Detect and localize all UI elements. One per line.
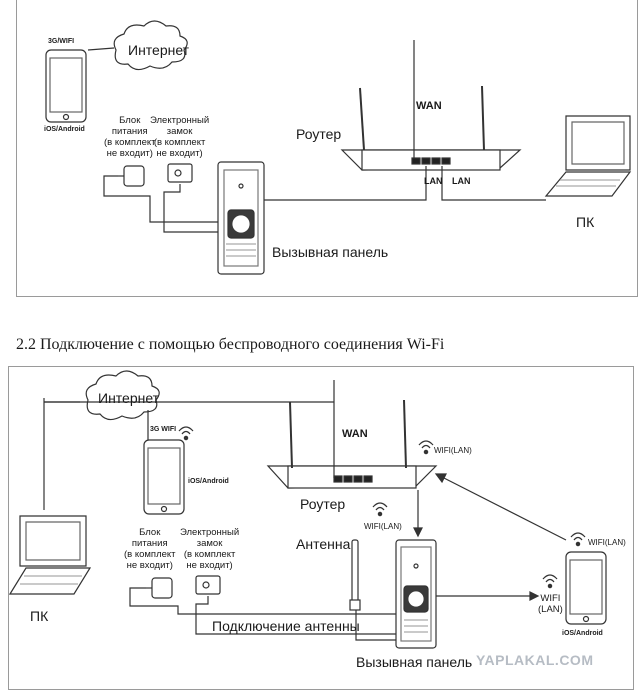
phone-os-label-top: iOS/Android	[44, 126, 85, 133]
internet-label-top: Интернет	[128, 42, 190, 58]
call-panel-bottom	[395, 539, 437, 649]
pc-label-top: ПК	[576, 214, 595, 230]
power-supply-top	[118, 165, 145, 187]
antenna-connection-label: Подключение антенны	[212, 618, 360, 634]
router-label-bottom: Роутер	[300, 496, 346, 512]
electronic-lock-top	[167, 163, 193, 183]
lan-label-2-top: LAN	[452, 176, 471, 186]
smartphone-bottom	[143, 439, 185, 515]
lan-label-1-top: LAN	[424, 176, 443, 186]
wifi-lan-router-label: WIFI(LAN)	[434, 446, 472, 455]
wifi-lan-panel-label: WIFI(LAN)	[364, 522, 402, 531]
electronic-lock-bottom	[195, 575, 221, 595]
phone-network-label-bottom: 3G WIFI	[150, 426, 177, 433]
wan-label-top: WAN	[416, 100, 442, 112]
wifi-icon-panel	[372, 502, 388, 517]
wifi-icon-phone	[178, 426, 194, 441]
wan-label-bottom: WAN	[342, 428, 368, 440]
right-phone-os-label: iOS/Android	[562, 630, 603, 637]
call-panel-label-top: Вызывная панель	[272, 244, 389, 260]
call-panel-label-bottom: Вызывная панель	[356, 654, 473, 670]
internet-cloud	[113, 20, 188, 71]
internet-cloud-bottom	[85, 370, 160, 421]
antenna-label: Антенна	[296, 536, 351, 552]
router-top	[340, 85, 522, 171]
section-heading: 2.2 Подключение с помощью беспроводного …	[16, 336, 445, 353]
smartphone-top	[45, 49, 87, 123]
power-supply-bottom	[146, 577, 173, 599]
internet-label-bottom: Интернет	[98, 390, 160, 406]
phone-network-label-top: 3G/WIFI	[48, 38, 75, 45]
antenna	[349, 539, 361, 611]
router-label-top: Роутер	[296, 126, 342, 142]
wifi-lan-arrow-label: WIFI (LAN)	[538, 593, 563, 615]
watermark: YAPLAKAL.COM	[476, 652, 594, 668]
wifi-icon-right-phone	[570, 532, 586, 547]
wifi-icon-arrow	[542, 574, 558, 589]
pc-label-bottom: ПК	[30, 608, 49, 624]
router-bottom	[266, 399, 438, 489]
wifi-icon-router	[418, 440, 434, 455]
laptop-bottom	[8, 515, 92, 595]
wifi-lan-right-phone-label: WIFI(LAN)	[588, 538, 626, 547]
power-supply-label-bottom: Блок питания (в комплект не входит)	[124, 527, 176, 571]
phone-os-label-bottom: iOS/Android	[188, 478, 229, 485]
electronic-lock-label-bottom: Электронный замок (в комплект не входит)	[180, 527, 240, 571]
smartphone-right	[565, 551, 607, 625]
call-panel-top	[217, 161, 265, 275]
laptop-top	[544, 115, 632, 197]
electronic-lock-label-top: Электронный замок (в комплект не входит)	[150, 115, 210, 159]
power-supply-label-top: Блок питания (в комплект не входит)	[104, 115, 156, 159]
